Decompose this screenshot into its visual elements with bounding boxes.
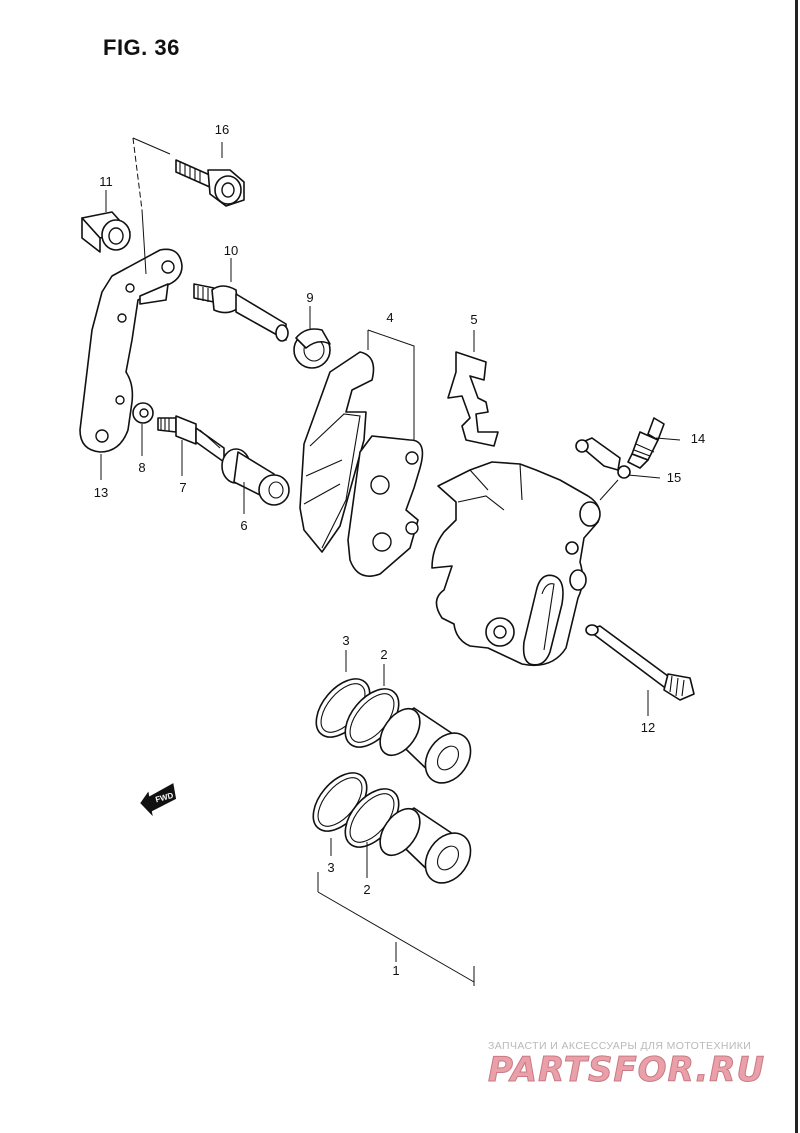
callout-6: 6 (240, 518, 247, 533)
callout-15: 15 (667, 470, 681, 485)
callout-3-lower: 3 (327, 860, 334, 875)
leader-lines (100, 137, 681, 878)
callout-labels: 16 11 10 9 4 5 14 15 13 8 7 6 12 3 2 3 2… (94, 122, 705, 978)
bolt-16 (175, 159, 245, 207)
callout-16: 16 (215, 122, 229, 137)
bleeder-valve-14 (627, 417, 665, 469)
caliper-bracket-13 (79, 248, 183, 453)
assembly-bracket-1 (317, 872, 475, 986)
caliper-body (431, 461, 601, 667)
callout-13: 13 (94, 485, 108, 500)
collar-11 (81, 211, 131, 253)
callout-5: 5 (470, 312, 477, 327)
callout-10: 10 (224, 243, 238, 258)
boot-9 (293, 328, 331, 369)
callout-2-upper: 2 (380, 647, 387, 662)
boot-6 (221, 448, 290, 506)
callout-8: 8 (138, 460, 145, 475)
pad-spring-5 (447, 351, 499, 447)
callout-11: 11 (99, 174, 113, 189)
watermark-logo: PARTSFOR.RU (487, 1050, 766, 1091)
brake-pads-4 (299, 351, 424, 577)
watermark-tagline: ЗАПЧАСТИ И АКСЕССУАРЫ ДЛЯ МОТОТЕХНИКИ (488, 1040, 752, 1052)
slide-pin-7 (157, 415, 225, 463)
slide-pin-10 (193, 283, 289, 342)
callout-14: 14 (691, 431, 705, 446)
bleeder-cap-15 (575, 437, 631, 479)
piston-set-upper (315, 678, 472, 784)
callout-7: 7 (179, 480, 186, 495)
figure-title: FIG. 36 (103, 35, 180, 60)
washer-8 (132, 402, 154, 424)
piston-set-lower (312, 772, 472, 884)
callout-3-upper: 3 (342, 633, 349, 648)
callout-12: 12 (641, 720, 655, 735)
callout-2-lower: 2 (363, 882, 370, 897)
fwd-arrow: FWD (140, 783, 177, 817)
callout-1: 1 (392, 963, 399, 978)
caliper-pin-12 (585, 624, 695, 701)
page-border (795, 0, 798, 1133)
callout-4: 4 (386, 310, 393, 325)
callout-9: 9 (306, 290, 313, 305)
